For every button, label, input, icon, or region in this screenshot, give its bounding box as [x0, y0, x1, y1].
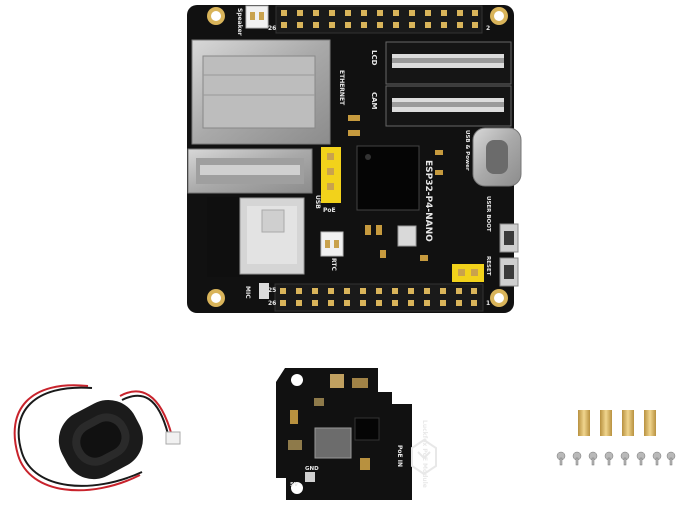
- speaker-label: Speaker: [236, 8, 243, 36]
- usb-a-port: [187, 148, 313, 194]
- pin-25-label: 25: [268, 287, 276, 294]
- mic-label: MIC: [244, 286, 251, 299]
- poe-label: PoE: [323, 207, 336, 214]
- ethernet-label: ETHERNET: [338, 70, 345, 106]
- 5v-label: 5V: [290, 482, 299, 488]
- reset-label: RESET: [485, 256, 491, 276]
- usb-label: USB: [314, 195, 321, 209]
- user-boot-label: USER BOOT: [485, 196, 491, 232]
- poe-module-name: Luckfox PoE Module: [421, 420, 428, 488]
- gnd-label: GND: [305, 466, 319, 472]
- speaker: [13, 384, 181, 492]
- pin-1-label: 1: [486, 300, 490, 307]
- board-name: ESP32-P4-NANO: [423, 160, 433, 242]
- speaker-body: [58, 399, 143, 480]
- reset-button: [499, 257, 519, 287]
- pin-26-top-label: 26: [268, 25, 276, 32]
- speaker-plug: [165, 431, 181, 445]
- pin-26-bottom-label: 26: [268, 300, 276, 307]
- usb-c-port: [472, 127, 522, 187]
- screws: [556, 451, 676, 466]
- speaker-connector: [245, 5, 269, 29]
- esp32-p4-nano-board: Speaker 26 2 LCD CAM ETHERNET USB PoE RT…: [187, 5, 522, 313]
- lcd-label: LCD: [370, 50, 378, 66]
- poe-pin-header: [321, 147, 341, 203]
- wifi-module: [207, 197, 305, 277]
- boot-button: [499, 223, 519, 253]
- bottom-pin-header: [274, 283, 484, 312]
- brass-standoffs: [578, 410, 656, 436]
- lcd-connector: [385, 41, 512, 85]
- usb-power-label: USB & Power: [464, 130, 470, 171]
- mounting-holes: [207, 7, 508, 307]
- top-pin-header: [275, 5, 483, 34]
- rtc-connector: [320, 231, 344, 257]
- cam-connector: [385, 85, 512, 127]
- cam-label: CAM: [370, 92, 378, 110]
- esp32-p4-chip: [356, 145, 420, 211]
- poe-module: PoE IN Luckfox PoE Module GND 5V: [276, 368, 437, 500]
- pin-2-top-label: 2: [486, 25, 490, 32]
- ethernet-jack: [191, 39, 331, 145]
- poe-in-label: PoE IN: [396, 445, 403, 467]
- rtc-label: RTC: [330, 258, 337, 271]
- boot-pin-header: [452, 264, 484, 282]
- luckfox-logo-icon: [411, 438, 437, 476]
